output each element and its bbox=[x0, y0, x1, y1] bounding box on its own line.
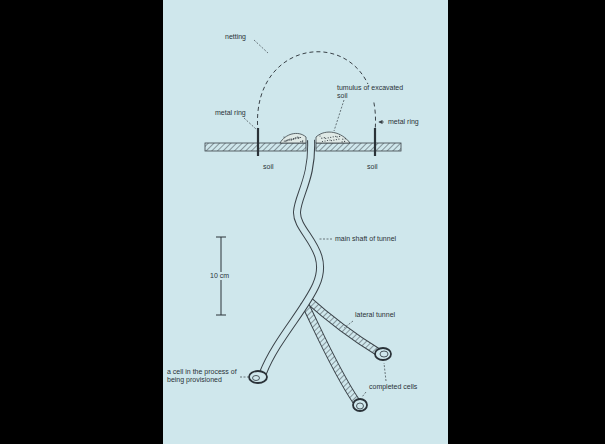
provisioning-cell-label: a cell in the process of being provision… bbox=[166, 368, 240, 384]
lateral-tunnel-label: lateral tunnel bbox=[354, 311, 396, 319]
metal-ring-label: metal ring bbox=[214, 109, 247, 117]
main-shaft-label: main shaft of tunnel bbox=[334, 235, 397, 243]
main-shaft bbox=[263, 138, 320, 373]
soil-surface bbox=[205, 143, 401, 151]
tumulus-label: tumulus of excavated soil bbox=[336, 84, 408, 100]
scale-label: 10 cm bbox=[209, 272, 230, 280]
metal-ring-label: metal ring bbox=[387, 118, 420, 126]
slide-ground bbox=[163, 0, 448, 444]
soil-label: soil bbox=[262, 163, 275, 171]
brood-cell bbox=[249, 348, 391, 411]
netting-label: netting bbox=[224, 33, 247, 41]
metal-ring bbox=[258, 128, 375, 156]
completed-cells-label: completed cells bbox=[368, 383, 418, 391]
soil-label: soil bbox=[366, 163, 379, 171]
